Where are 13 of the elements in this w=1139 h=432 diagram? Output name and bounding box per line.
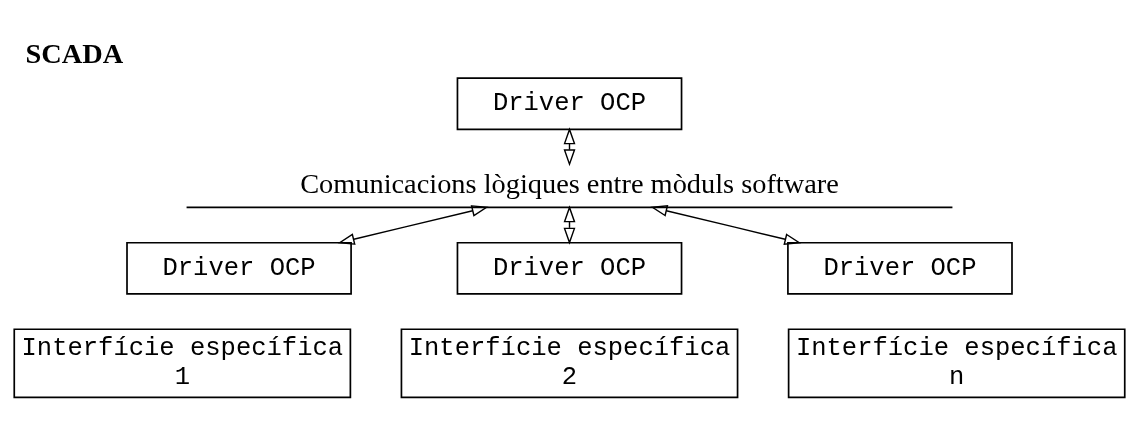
arrow bbox=[650, 204, 802, 245]
node-box: Interfície específica 1 bbox=[13, 327, 352, 398]
diagram-title: SCADA bbox=[25, 37, 124, 69]
node-box: Driver OCP bbox=[126, 241, 352, 295]
arrow bbox=[563, 126, 576, 166]
arrow bbox=[337, 204, 489, 245]
node-box: Driver OCP bbox=[456, 76, 683, 130]
node-text: Comunicacions lògiques entre mòduls software bbox=[300, 167, 839, 199]
node-box: Interfície específica 2 bbox=[400, 327, 739, 398]
arrow bbox=[563, 204, 576, 245]
node-box: Interfície específica n bbox=[787, 327, 1126, 398]
node-box: Driver OCP bbox=[787, 241, 1013, 295]
node-box: Driver OCP bbox=[456, 241, 683, 295]
